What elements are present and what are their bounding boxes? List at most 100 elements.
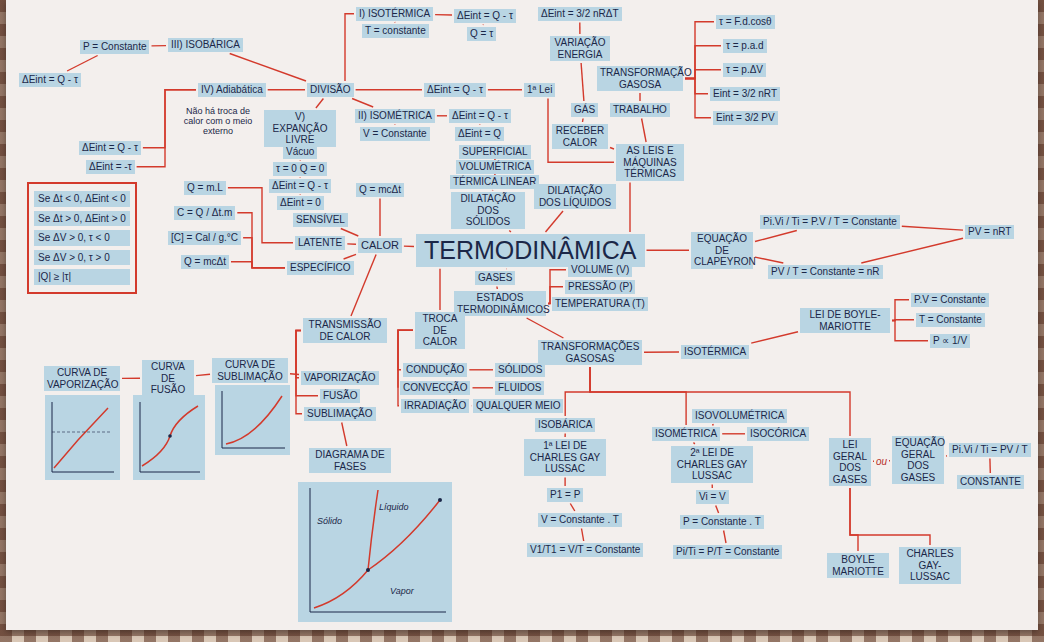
concept-box: 2ª LEI DE CHARLES GAY LUSSAC (671, 446, 753, 483)
concept-text: T = constante (365, 25, 426, 37)
concept-box: Q = τ (467, 27, 496, 41)
connector-line (685, 46, 721, 79)
concept-text: CONVECÇÃO (403, 382, 467, 394)
concept-box: VARIAÇÃO ENERGIA (550, 36, 610, 61)
connector-line (694, 443, 695, 445)
concept-box: ISOMÉTRICA (652, 427, 720, 441)
concept-text: 1ª Lei (527, 84, 552, 96)
concept-text: Pi.Vi / Ti = PV / T (952, 444, 1028, 456)
concept-text: Vácuo (286, 146, 314, 158)
connector-line (590, 367, 686, 425)
connector-line (122, 378, 140, 380)
connector-line (590, 367, 850, 436)
concept-text: Pi.Vi / Ti = P.V / T = Constante (763, 216, 897, 228)
concept-box: PV = nRT (965, 225, 1014, 239)
concept-box: IRRADIAÇÃO (401, 399, 469, 413)
concept-text: DIAGRAMA DE FASES (312, 449, 388, 472)
concept-text: BOYLE MARIOTTE (830, 554, 886, 577)
concept-text: ISOMÉTRICA (655, 428, 717, 440)
concept-box: Vi = V (696, 490, 729, 504)
concept-box: T = constante (362, 24, 429, 38)
concept-text: CURVA DE SUBLIMAÇÃO (215, 359, 285, 382)
concept-text: FUSÃO (323, 390, 357, 402)
concept-text: P = Constante (83, 41, 146, 53)
connector-line (564, 434, 566, 438)
connector-line (642, 119, 647, 143)
connector-line (435, 14, 452, 16)
connector-line (610, 148, 614, 150)
concept-box: [C] = Cal / g.°C (168, 231, 241, 245)
concept-text: Q = mcΔt (184, 256, 226, 268)
concept-text: TROCA DE CALOR (418, 313, 462, 348)
concept-text: TRANSFORMAÇÕES GASOSAS (541, 341, 639, 364)
concept-text: RECEBER CALOR (555, 125, 605, 148)
connector-line (850, 488, 930, 545)
concept-text: TEMPERATURA (T) (555, 298, 645, 310)
concept-box: V1/T1 = V/T = Constante (527, 543, 643, 557)
connector-line (861, 238, 963, 263)
connector-line (722, 433, 745, 434)
concept-box: GASES (475, 271, 515, 285)
concept-box: ISOTÉRMICA (681, 345, 749, 359)
concept-box: DILATAÇÃO DOS SÓLIDOS (451, 192, 525, 229)
concept-text: SUBLIMAÇÃO (307, 408, 373, 420)
sublimation-graph (215, 385, 290, 455)
concept-text: CONDUÇÃO (406, 364, 464, 376)
concept-box: LEI GERAL DOS GASES (829, 438, 871, 486)
concept-box: CURVA DE FUSÃO (142, 360, 194, 397)
connector-line (439, 269, 440, 310)
concept-text: GÁS (574, 104, 595, 116)
concept-box: P = Constante (80, 40, 149, 54)
connector-line (344, 254, 356, 259)
connector-line (196, 374, 210, 375)
concept-text: ΔEint = Q - τ (457, 10, 513, 22)
concept-box: C = Q / Δt.m (174, 206, 235, 220)
concept-box: 1ª Lei (524, 83, 555, 97)
concept-box: DIAGRAMA DE FASES (309, 448, 391, 473)
concept-text: Se ΔV > 0, τ > 0 (34, 250, 130, 266)
concept-text: C = Q / Δt.m (177, 207, 232, 219)
note-text: Não há troca de calor com o meio externo (179, 107, 257, 137)
concept-text: P = Constante . T (683, 516, 761, 528)
concept-text: TRANSFORMAÇÃO GASOSA (600, 67, 680, 90)
concept-box: TRANSFORMAÇÃO GASOSA (597, 66, 683, 91)
concept-text: PRESSÃO (P) (568, 281, 632, 293)
concept-box: AS LEIS E MÁQUINAS TÉRMICAS (616, 144, 684, 181)
concept-text: Q = τ (470, 28, 493, 40)
concept-box: Q = mcΔt (181, 255, 229, 269)
connector-line (548, 303, 550, 305)
concept-box: V = Constante (360, 127, 430, 141)
concept-box: Eint = 3/2 PV (713, 111, 778, 125)
connector-line (685, 79, 708, 94)
concept-box: τ = p.ΔV (723, 63, 766, 77)
connector-line (644, 351, 679, 353)
connector-line (488, 89, 522, 90)
concept-box: CALOR (358, 238, 402, 253)
central-title-box: TERMODINÂMICA (416, 234, 645, 267)
concept-text: ΔEint = Q - τ (22, 74, 78, 86)
connector-line (582, 529, 584, 542)
concept-box: ΔEint = Q - τ (79, 141, 141, 155)
connector-line (347, 243, 356, 245)
concept-box: VAPORIZAÇÃO (301, 371, 379, 385)
concept-text: ISOCÓRICA (750, 428, 806, 440)
concept-box: ΔEint = Q - τ (454, 9, 516, 23)
concept-text: V = Constante . T (541, 514, 619, 526)
connector-line (712, 485, 713, 489)
concept-box: ISOVOLUMÉTRICA (692, 409, 787, 423)
connector-line (492, 189, 494, 191)
concept-text: LATENTE (298, 237, 342, 249)
concept-box: TRANSFORMAÇÕES GASOSAS (538, 340, 642, 365)
concept-box: CURVA DE VAPORIZAÇÃO (44, 366, 120, 391)
concept-box: BOYLE MARIOTTE (827, 553, 889, 578)
concept-box: GÁS (571, 103, 598, 117)
concept-box: SUPERFICIAL (459, 145, 531, 159)
concept-text: V1/T1 = V/T = Constante (530, 544, 640, 556)
vaporization-graph (45, 395, 120, 480)
concept-box: ESPECÍFICO (287, 261, 354, 275)
connector-line (892, 300, 909, 321)
concept-text: PV = nRT (968, 226, 1011, 238)
concept-text: TRABALHO (613, 104, 667, 116)
connector-line (755, 231, 797, 242)
concept-text: Q = m.L (187, 182, 223, 194)
